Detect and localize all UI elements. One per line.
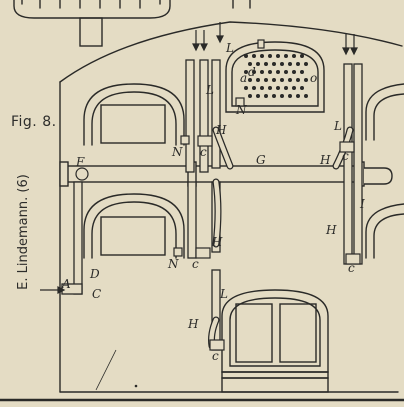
right-door-upper (365, 83, 404, 141)
grate-hole (276, 86, 280, 90)
lower-left-door (83, 193, 185, 259)
figure-label: Fig. 8. (11, 114, 57, 130)
label-c3: c (342, 149, 349, 163)
label-N-lower: N (168, 257, 179, 271)
grate-door (225, 41, 325, 113)
grate-hole (288, 94, 292, 98)
furnace-wall (59, 21, 403, 83)
label-c5: c (212, 349, 219, 363)
grate-hole (244, 70, 248, 74)
grate-hole (256, 62, 260, 66)
label-c1: c (200, 145, 207, 159)
label-A: A (62, 277, 71, 291)
label-o: o (310, 71, 318, 85)
label-C: C (92, 287, 102, 301)
grate-hole (260, 86, 264, 90)
fitting-F (75, 167, 89, 181)
grate-hole (284, 70, 288, 74)
boiler-shell-top (13, 0, 171, 19)
label-H-left-upper: H (216, 123, 227, 137)
label-I: I (360, 197, 365, 211)
grate-hole (248, 94, 252, 98)
grate-hole (252, 54, 256, 58)
grate-hole (264, 94, 268, 98)
label-F: F (76, 155, 85, 169)
label-N-center: N (236, 103, 247, 117)
grate-hole (276, 70, 280, 74)
grate-hole (304, 78, 308, 82)
grate-hole (296, 62, 300, 66)
grate-hole (256, 94, 260, 98)
right-door-lower (365, 203, 404, 259)
grate-hole (272, 78, 276, 82)
vertical-pipe-right (343, 63, 353, 265)
label-N-upper: N (172, 145, 183, 159)
grate-hole (300, 54, 304, 58)
valve-N-center (235, 97, 245, 107)
label-c4: c (348, 261, 355, 275)
grate-hole (280, 62, 284, 66)
upper-left-door (83, 83, 185, 146)
grate-hole (256, 78, 260, 82)
grate-hole (264, 78, 268, 82)
grate-hole (292, 54, 296, 58)
label-d: d (248, 65, 256, 79)
grate-hole (280, 78, 284, 82)
grate-hole (296, 78, 300, 82)
boiler-base (79, 17, 103, 47)
grate-hole (304, 94, 308, 98)
label-L-right: L (334, 119, 342, 133)
grate-hole (304, 62, 308, 66)
label-H-right-upper: H (320, 153, 331, 167)
grate-hole (268, 86, 272, 90)
grate-hole (260, 70, 264, 74)
label-H-left-mid: H (212, 235, 223, 249)
grate-hole (292, 86, 296, 90)
label-G: G (256, 153, 266, 167)
valve-N-upper (180, 135, 190, 145)
grate-hole (268, 54, 272, 58)
grate-hole (276, 54, 280, 58)
vertical-pipe-left-lower (187, 181, 197, 259)
grate-hole (272, 94, 276, 98)
grate-hole (264, 62, 268, 66)
grate-hole (272, 62, 276, 66)
vertical-pipe-L-left (185, 59, 195, 173)
valve-N-lower (173, 247, 183, 257)
grate-hole (248, 62, 252, 66)
label-L-mid: L (220, 287, 228, 301)
grate-hole (280, 94, 284, 98)
grate-hole (300, 86, 304, 90)
grate-hole (252, 70, 256, 74)
grate-hole (244, 86, 248, 90)
ash-door (221, 377, 329, 393)
grate-hole (284, 86, 288, 90)
grate-hole (288, 78, 292, 82)
figure-credit: E. Lindemann. (6) (16, 174, 31, 290)
grate-hole (248, 78, 252, 82)
inlet-pipe (73, 181, 83, 295)
label-L-top: L (226, 41, 234, 55)
grate-holes (244, 54, 308, 98)
label-D: D (90, 267, 100, 281)
grate-hole (300, 70, 304, 74)
grate-hole (288, 62, 292, 66)
label-c2: c (192, 257, 199, 271)
grate-hole (268, 70, 272, 74)
label-H-left-lower: H (188, 317, 199, 331)
grate-hole (244, 54, 248, 58)
grate-hole (292, 70, 296, 74)
label-H-right-lower: H (326, 223, 337, 237)
bottom-door (221, 289, 329, 373)
grate-hole (252, 86, 256, 90)
grate-hole (284, 54, 288, 58)
grate-hole (296, 94, 300, 98)
grate-hole (260, 54, 264, 58)
label-L-upper: L (206, 83, 214, 97)
label-a: a (240, 71, 248, 85)
